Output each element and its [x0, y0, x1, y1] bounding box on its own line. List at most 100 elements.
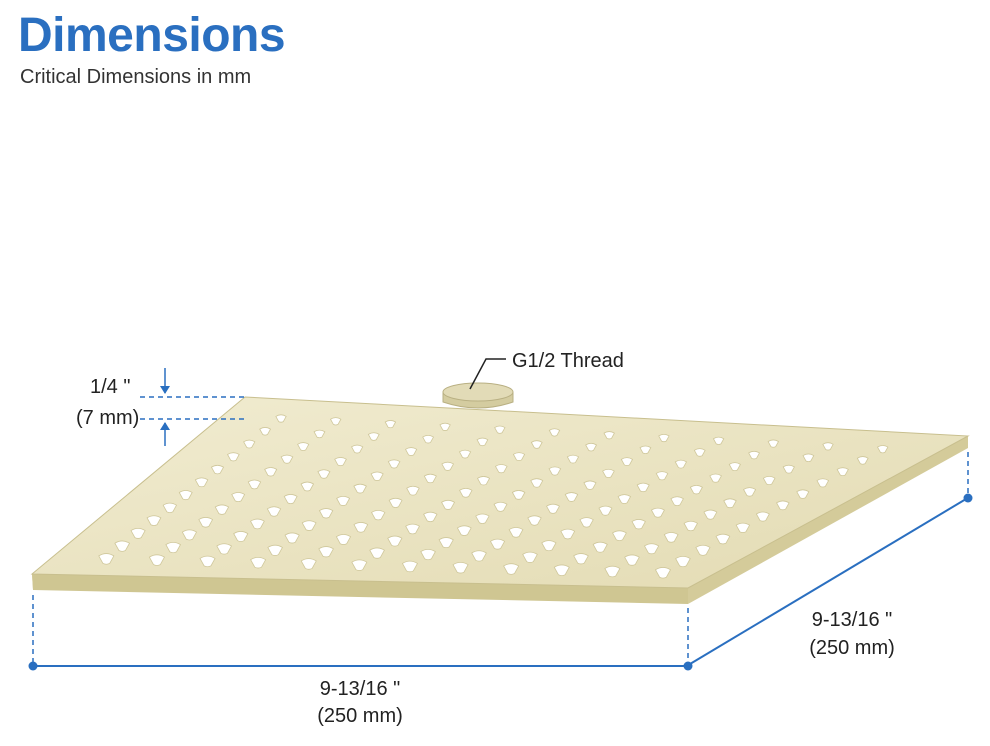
- nozzle: [231, 492, 246, 503]
- nozzle: [456, 525, 472, 536]
- width-mm-label: (250 mm): [317, 705, 403, 727]
- nozzle: [249, 518, 265, 530]
- nozzle: [755, 511, 770, 522]
- nozzle: [297, 442, 310, 451]
- nozzle: [553, 564, 570, 577]
- page-title: Dimensions: [18, 9, 286, 62]
- nozzle: [598, 505, 613, 516]
- nozzle: [612, 530, 627, 542]
- nozzle: [259, 427, 272, 436]
- nozzle: [267, 544, 283, 556]
- nozzle: [317, 469, 331, 479]
- nozzle: [617, 494, 632, 504]
- nozzle: [353, 483, 367, 494]
- nozzle: [318, 508, 334, 519]
- nozzle: [367, 432, 380, 441]
- nozzle: [493, 501, 508, 512]
- nozzle: [301, 520, 317, 531]
- nozzle: [148, 554, 165, 566]
- nozzle: [695, 544, 711, 556]
- nozzle: [836, 467, 849, 477]
- nozzle: [639, 445, 652, 455]
- nozzle: [712, 436, 725, 445]
- nozzle: [420, 548, 436, 561]
- nozzle: [693, 448, 706, 457]
- nozzle: [351, 444, 364, 454]
- nozzle: [709, 473, 722, 483]
- nozzle: [564, 492, 579, 502]
- nozzle: [530, 440, 543, 449]
- nozzle-grid: [98, 414, 889, 579]
- nozzle: [370, 471, 384, 481]
- nozzle: [658, 433, 670, 443]
- nozzle: [663, 532, 679, 543]
- nozzle: [494, 464, 508, 474]
- nozzle: [275, 414, 287, 423]
- nozzle: [300, 558, 317, 570]
- nozzle: [423, 511, 438, 523]
- nozzle: [636, 482, 650, 493]
- nozzle: [334, 457, 347, 467]
- nozzle: [452, 561, 469, 574]
- depth-inch-label: 9-13/16 ": [812, 609, 893, 631]
- nozzle: [592, 541, 608, 553]
- depth-mm-label: (250 mm): [809, 637, 895, 659]
- nozzle: [530, 478, 544, 488]
- nozzle: [233, 531, 249, 542]
- nozzle: [728, 462, 741, 472]
- nozzle: [371, 509, 386, 521]
- nozzle: [335, 534, 352, 545]
- nozzle: [670, 496, 684, 507]
- nozzle: [508, 527, 524, 538]
- nozzle: [802, 453, 815, 462]
- nozzle: [503, 563, 520, 575]
- nozzle: [566, 454, 580, 464]
- nozzle: [165, 541, 182, 554]
- nozzle: [689, 484, 703, 495]
- nozzle: [146, 515, 162, 526]
- nozzle: [767, 439, 779, 448]
- nozzle: [735, 522, 751, 533]
- thread-callout: G1/2 Thread: [469, 350, 624, 390]
- thread-label: G1/2 Thread: [512, 350, 624, 372]
- nozzle: [703, 509, 718, 520]
- nozzle: [475, 513, 490, 524]
- nozzle: [423, 473, 437, 484]
- nozzle: [585, 442, 598, 452]
- nozzle: [405, 523, 420, 535]
- nozzle: [243, 439, 256, 449]
- nozzle: [489, 538, 506, 550]
- nozzle: [548, 428, 561, 437]
- nozzle: [283, 494, 298, 504]
- nozzle: [723, 498, 737, 509]
- nozzle: [214, 504, 230, 515]
- nozzle: [250, 556, 267, 569]
- page-subtitle: Critical Dimensions in mm: [20, 66, 252, 88]
- nozzle: [266, 506, 282, 517]
- nozzle: [264, 467, 278, 477]
- width-inch-label: 9-13/16 ": [320, 678, 401, 700]
- nozzle: [330, 417, 342, 426]
- nozzle: [631, 519, 646, 530]
- thread-connector: [442, 382, 514, 409]
- nozzle: [776, 500, 790, 511]
- nozzle: [471, 550, 487, 562]
- nozzle: [548, 466, 562, 476]
- nozzle: [198, 517, 214, 528]
- nozzle: [816, 478, 830, 488]
- nozzle: [336, 495, 351, 506]
- depth-dimension: 9-13/16 " (250 mm): [689, 452, 973, 665]
- nozzle: [624, 554, 640, 566]
- shower-plate: [30, 396, 970, 604]
- nozzle: [459, 487, 473, 498]
- nozzle: [583, 480, 597, 490]
- nozzle: [511, 490, 526, 500]
- nozzle: [654, 567, 672, 579]
- nozzle: [620, 457, 634, 466]
- nozzle: [199, 555, 216, 568]
- nozzle: [422, 434, 435, 444]
- nozzle: [476, 476, 491, 486]
- nozzle: [541, 540, 557, 552]
- nozzle: [782, 464, 795, 474]
